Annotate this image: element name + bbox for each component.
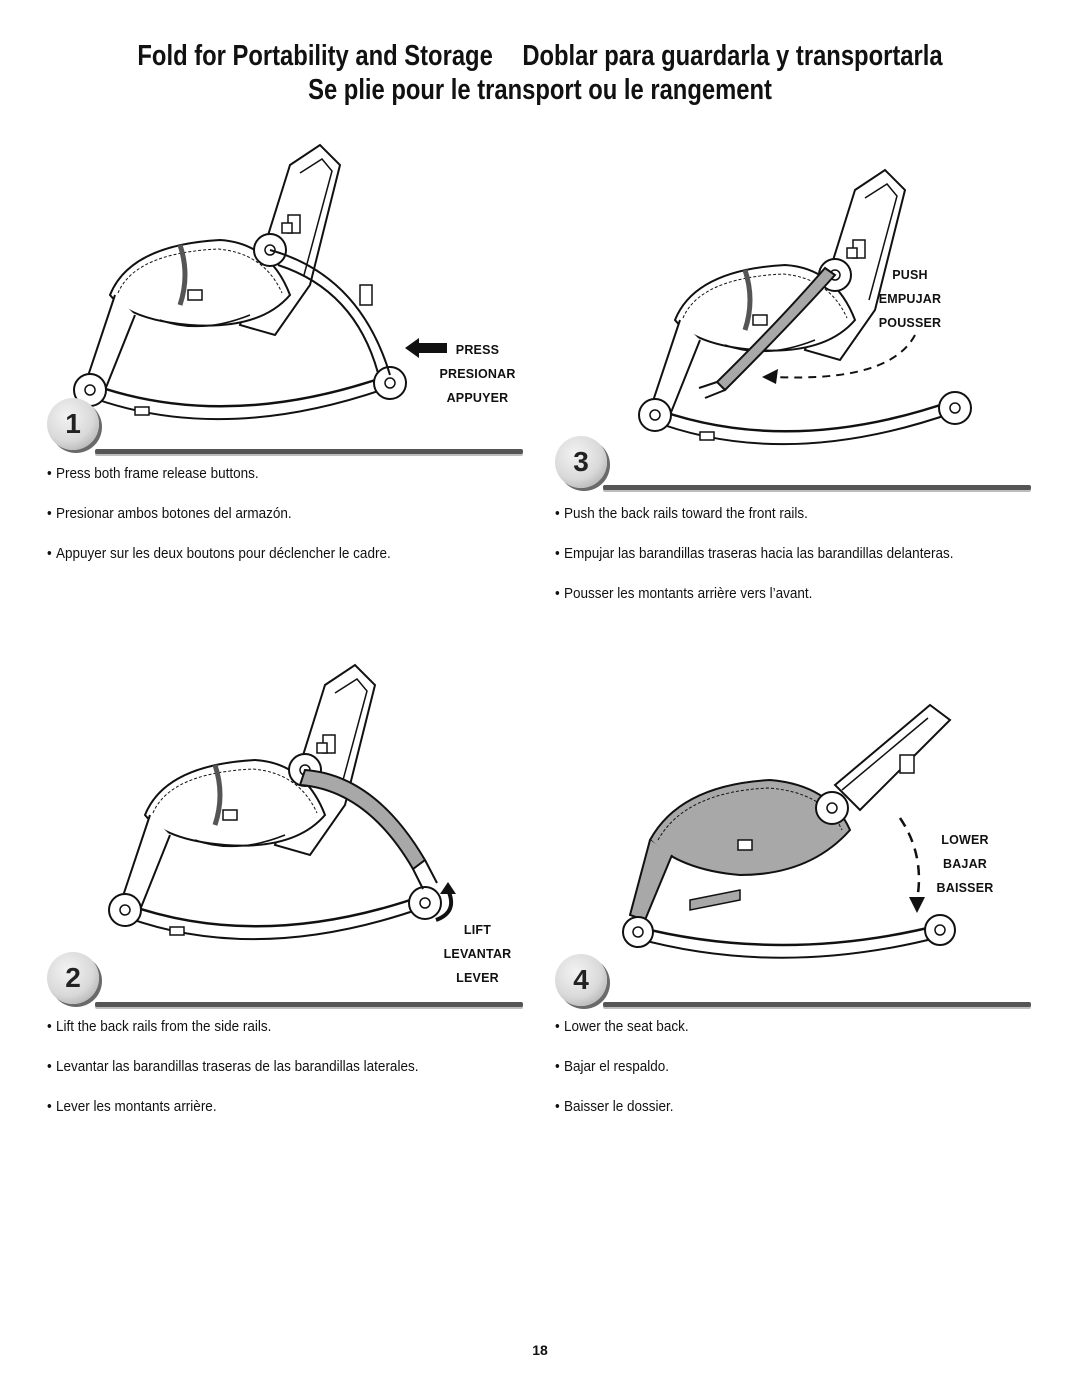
step-3-divider (603, 485, 1031, 490)
step-1-badge: 1 (47, 398, 99, 450)
callout-levantar: LEVANTAR (443, 947, 512, 961)
callout-push: PUSH (892, 268, 928, 282)
callout-lift: LIFT (463, 923, 492, 937)
callout-empujar: EMPUJAR (878, 292, 942, 306)
page-title: Fold for Portability and Storage Doblar p… (97, 40, 983, 73)
list-item: Levantar las barandillas traseras de las… (47, 1057, 418, 1097)
callout-presionar: PRESIONAR (439, 367, 516, 381)
list-item: Pousser les montants arrière vers l’avan… (555, 584, 953, 624)
step-4-divider (603, 1002, 1031, 1007)
callout-lower: LOWER (941, 833, 989, 847)
list-item: Baisser le dossier. (555, 1097, 689, 1137)
step-4-instructions: Lower the seat back. Bajar el respaldo. … (555, 1017, 703, 1137)
page-title-french: Se plie pour le transport ou le rangemen… (308, 74, 772, 106)
callout-lever: LEVER (456, 971, 499, 985)
step-2-badge: 2 (47, 952, 99, 1004)
callout-pousser: POUSSER (878, 316, 942, 330)
list-item: Press both frame release buttons. (47, 464, 391, 504)
step-3-instructions: Push the back rails toward the front rai… (555, 504, 998, 624)
step-1-callout: PRESS PRESIONAR APPUYER (430, 338, 525, 410)
step-3-badge: 3 (555, 436, 607, 488)
dashed-arrow-icon (762, 334, 916, 384)
step-1-illustration (60, 125, 440, 425)
list-item: Lower the seat back. (555, 1017, 689, 1057)
list-item: Bajar el respaldo. (555, 1057, 689, 1097)
step-4-callout: LOWER BAJAR BAISSER (915, 828, 1015, 900)
step-4-illustration (622, 703, 956, 959)
list-item: Lift the back rails from the side rails. (47, 1017, 418, 1057)
title-spanish: Doblar para guardarla y transportarla (522, 40, 943, 72)
list-item: Appuyer sur les deux boutons pour déclen… (47, 544, 391, 584)
callout-baisser: BAISSER (936, 881, 994, 895)
callout-press: PRESS (455, 343, 500, 357)
list-item: Push the back rails toward the front rai… (555, 504, 953, 544)
step-4-badge: 4 (555, 954, 607, 1006)
page-number: 18 (532, 1342, 548, 1358)
step-2-callout: LIFT LEVANTAR LEVER (430, 918, 525, 990)
step-1-instructions: Press both frame release buttons. Presio… (47, 464, 429, 584)
step-2-divider (95, 1002, 523, 1007)
step-2-instructions: Lift the back rails from the side rails.… (47, 1017, 460, 1137)
list-item: Presionar ambos botones del armazón. (47, 504, 391, 544)
list-item: Lever les montants arrière. (47, 1097, 418, 1137)
step-2-illustration (95, 645, 475, 955)
step-3-callout: PUSH EMPUJAR POUSSER (860, 263, 960, 335)
dashed-down-arrow-icon (898, 817, 925, 913)
curved-up-arrow-icon (435, 882, 456, 922)
list-item: Empujar las barandillas traseras hacia l… (555, 544, 953, 584)
step-3-illustration (615, 130, 985, 450)
callout-bajar: BAJAR (942, 857, 988, 871)
title-english: Fold for Portability and Storage (137, 40, 493, 72)
left-arrow-icon (405, 338, 447, 358)
callout-appuyer: APPUYER (446, 391, 509, 405)
step-1-divider (95, 449, 523, 454)
